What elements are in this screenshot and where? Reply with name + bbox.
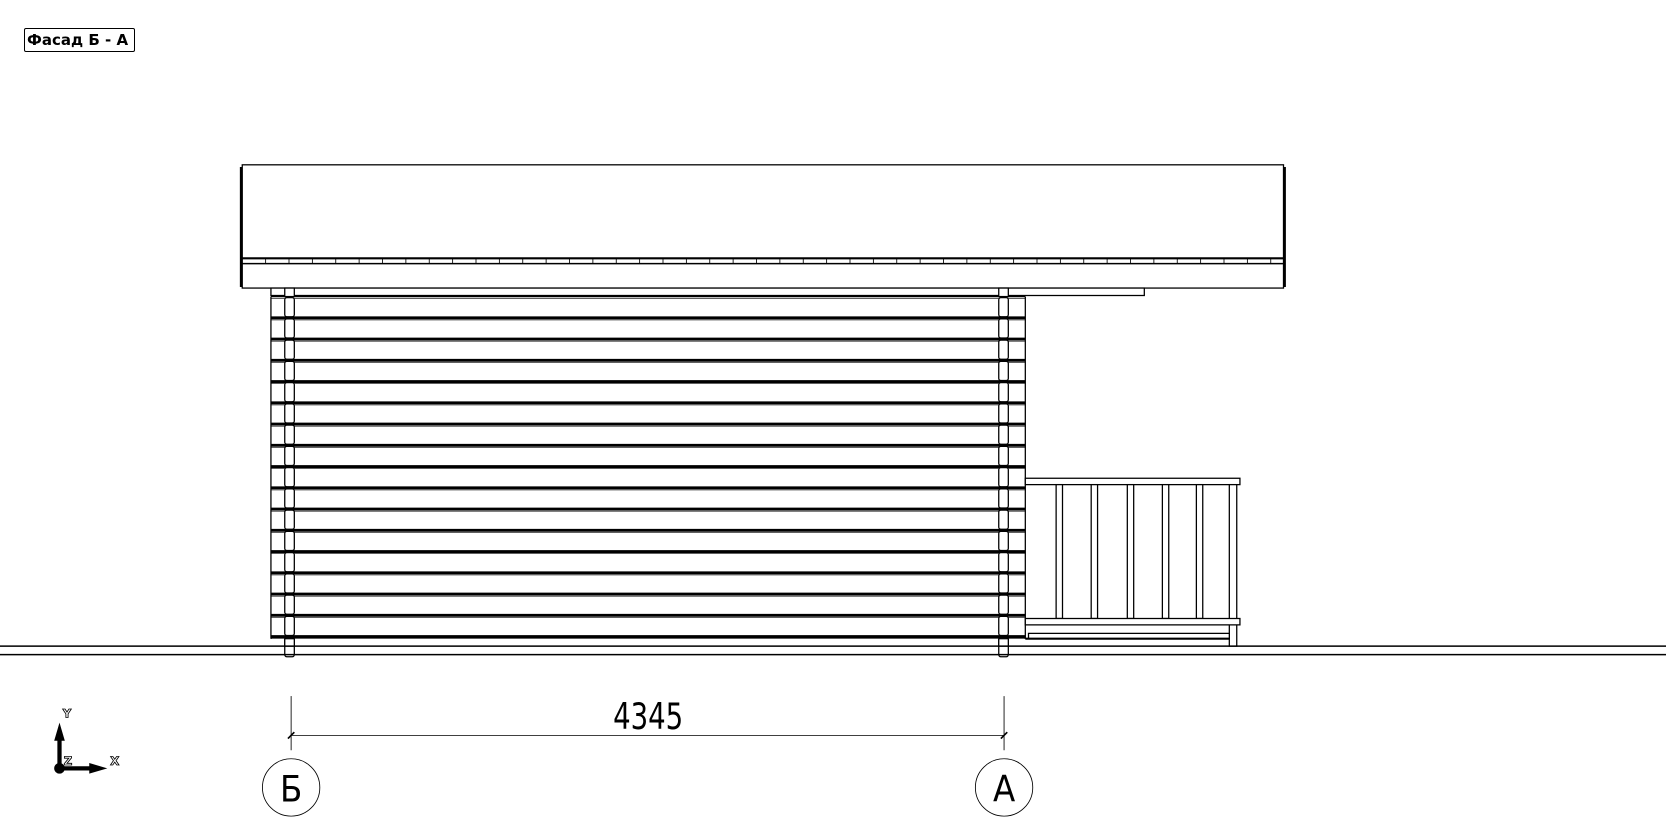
corner-post-block [284, 424, 295, 445]
ground-line [0, 645, 1666, 656]
corner-post-block [284, 296, 295, 318]
view-title-label: Фасад Б - А [24, 28, 136, 52]
baluster [1090, 483, 1099, 620]
baluster [1126, 483, 1135, 620]
corner-post-block [284, 466, 295, 488]
corner-post-block [998, 296, 1009, 318]
corner-post-block [998, 615, 1009, 637]
axis-label-b: Б [280, 767, 302, 810]
corner-post-block [284, 615, 295, 637]
corner-post-block [284, 594, 295, 615]
corner-post-block [998, 573, 1009, 594]
log-wall [270, 287, 1026, 658]
ucs-z-label: Z [64, 754, 72, 768]
corner-post-block [284, 445, 295, 467]
corner-post-block [998, 339, 1009, 360]
corner-post-block [284, 381, 295, 403]
corner-post-block [998, 530, 1009, 552]
baluster [1161, 483, 1170, 620]
corner-post-top [998, 287, 1009, 298]
grid-axis-bubble-b: Б [262, 758, 321, 817]
corner-post-block [998, 424, 1009, 445]
baluster [1195, 483, 1204, 620]
corner-post-block [998, 318, 1009, 339]
corner-post-block [998, 360, 1009, 382]
corner-post-block [998, 445, 1009, 467]
corner-post-block [998, 594, 1009, 615]
ucs-y-label: Y [62, 706, 72, 720]
corner-post-top [284, 287, 295, 298]
corner-post-block [284, 318, 295, 339]
dimension-text: 4345 [613, 695, 683, 738]
grid-axis-bubble-a: А [974, 758, 1034, 817]
corner-post-block [284, 403, 295, 424]
corner-post-block [284, 551, 295, 573]
porch-railing [1024, 477, 1241, 647]
corner-post-base [998, 638, 1009, 647]
corner-post-block [998, 466, 1009, 488]
axis-label-a: А [993, 767, 1015, 810]
baluster [1055, 483, 1064, 620]
corner-post-block [998, 488, 1009, 509]
corner-post-block [284, 573, 295, 594]
ucs-x-label: X [110, 754, 119, 768]
dimension-4345: 4345 [287, 695, 1008, 751]
corner-post-block [998, 403, 1009, 424]
corner-post-block [284, 339, 295, 360]
corner-post-block [284, 509, 295, 530]
ucs-icon: Y X Z [54, 706, 120, 774]
roof-shingle-marks [265, 258, 1272, 264]
corner-post-block [284, 530, 295, 552]
roof [239, 164, 1286, 297]
corner-post-block [998, 381, 1009, 403]
corner-post-block [998, 509, 1009, 530]
soffit-board [270, 287, 1145, 297]
corner-post-base [284, 638, 295, 647]
corner-post-block [998, 551, 1009, 573]
corner-post-block [284, 488, 295, 509]
corner-post-block [284, 360, 295, 382]
